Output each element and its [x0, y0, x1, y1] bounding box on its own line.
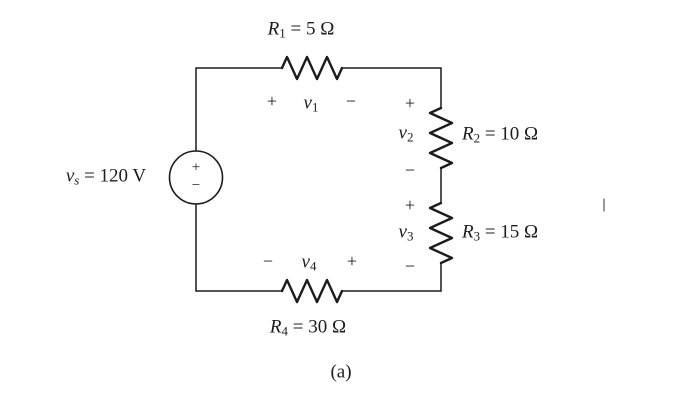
resistor-r4-symbol: [280, 278, 344, 304]
v1-plus-sign: +: [266, 91, 278, 111]
resistor-r3-symbol: [428, 201, 454, 265]
resistor-r3-label: R3 = 15 Ω: [462, 221, 539, 244]
v1-label: v1: [303, 92, 319, 115]
source-plus-sign: +: [191, 159, 201, 176]
v3-label: v3: [398, 221, 414, 244]
resistor-r1-label: R1 = 5 Ω: [267, 18, 335, 41]
v4-plus-sign: +: [346, 251, 358, 271]
resistor-r1-symbol: [280, 55, 344, 81]
v1-minus-sign: −: [345, 91, 357, 111]
voltage-source-label: vs = 120 V: [65, 165, 147, 188]
v3-minus-sign: −: [404, 256, 416, 276]
voltage-source-circle: [168, 150, 224, 205]
figure-caption: (a): [330, 361, 352, 383]
v2-plus-sign: +: [404, 93, 416, 113]
resistor-r4-label: R4 = 30 Ω: [269, 316, 347, 339]
v4-minus-sign: −: [262, 251, 274, 271]
resistor-r2-symbol: [428, 106, 454, 170]
v4-label: v4: [301, 251, 317, 274]
v2-label: v2: [398, 122, 414, 145]
v3-plus-sign: +: [404, 195, 416, 215]
v2-minus-sign: −: [404, 160, 416, 180]
resistor-r2-label: R2 = 10 Ω: [462, 123, 539, 146]
source-minus-sign: −: [191, 177, 201, 194]
